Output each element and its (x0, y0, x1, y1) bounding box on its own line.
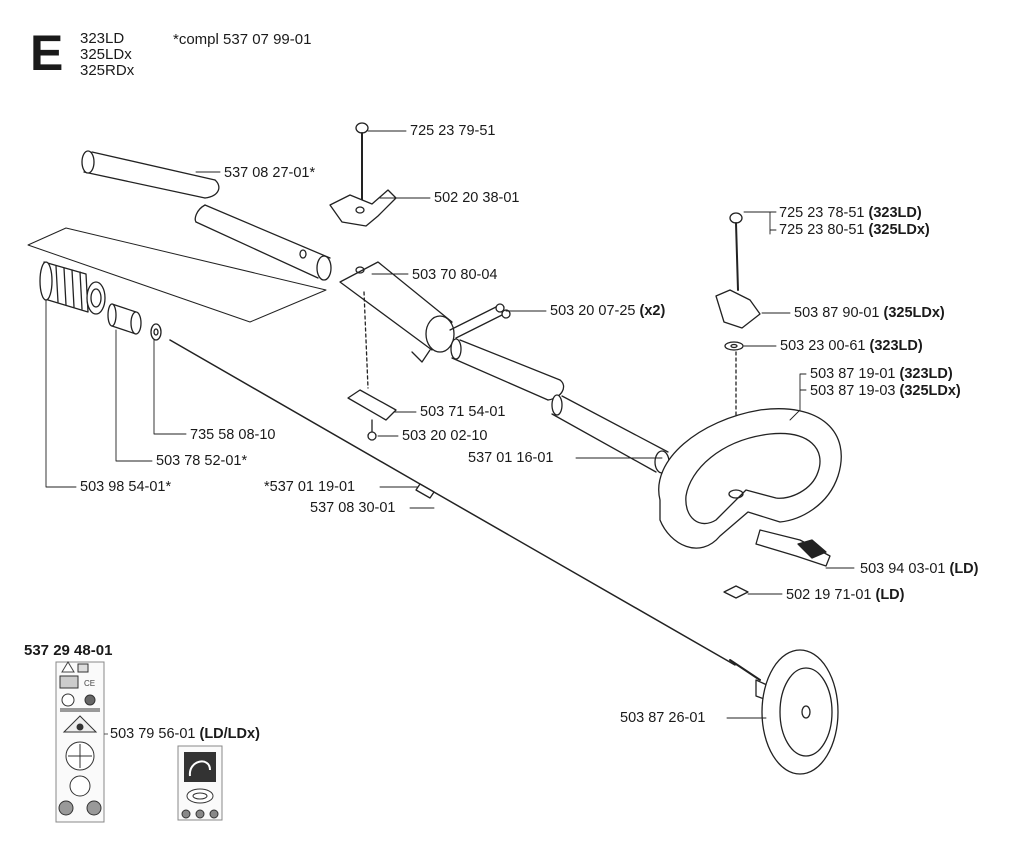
shaft-nut (107, 303, 142, 335)
part-label: 503 78 52-01* (156, 453, 248, 469)
model-name: 323LD (80, 30, 125, 47)
model-name: 325RDx (80, 62, 135, 79)
part-label: 725 23 79-51 (410, 123, 496, 139)
loop-handle-knob (715, 289, 761, 329)
ce-mark: CE (84, 679, 95, 688)
part-label: 725 23 80-51 (325LDx) (779, 222, 930, 238)
part-label: 537 01 16-01 (468, 450, 554, 466)
model-name: 325LDx (80, 46, 132, 63)
grip-wrapper-sheet (27, 227, 327, 323)
clutch-drum (729, 649, 839, 775)
warning-decal-sheet: CE (55, 661, 105, 823)
washer (150, 323, 162, 341)
loop-handle (658, 408, 842, 549)
screw (355, 122, 369, 211)
part-label: 503 98 54-01* (80, 479, 172, 495)
part-label: 503 23 00-61 (323LD) (780, 338, 923, 354)
part-label: 503 71 54-01 (420, 404, 506, 420)
part-label: 502 19 71-01 (LD) (786, 587, 905, 603)
drive-cable (169, 339, 736, 666)
part-label: 503 79 56-01 (LD/LDx) (110, 726, 260, 742)
part-label: 502 20 38-01 (434, 190, 520, 206)
clamp-bolts (449, 303, 511, 339)
part-label: 503 87 19-01 (323LD) (810, 366, 953, 382)
part-label: 537 08 27-01* (224, 165, 316, 181)
decal-kit-number: 537 29 48-01 (24, 642, 113, 659)
small-decal (177, 745, 223, 821)
part-label: 503 70 80-04 (412, 267, 498, 283)
clamp-plate (347, 291, 397, 441)
part-label: 503 87 19-03 (325LDx) (810, 383, 961, 399)
part-label: 503 94 03-01 (LD) (860, 561, 979, 577)
complete-assembly-note: *compl 537 07 99-01 (173, 31, 312, 48)
part-label: *537 01 19-01 (264, 479, 356, 495)
leader-lines (45, 130, 855, 719)
part-label: 503 87 90-01 (325LDx) (794, 305, 945, 321)
part-label: 503 20 02-10 (402, 428, 488, 444)
part-label: 735 58 08-10 (190, 427, 276, 443)
model-list: 323LD 325LDx 325RDx (80, 31, 134, 79)
part-label: 503 87 26-01 (620, 710, 706, 726)
handle-clamp (339, 261, 455, 363)
part-label: 503 20 07-25 (x2) (550, 303, 666, 319)
part-label: 725 23 78-51 (323LD) (779, 205, 922, 221)
part-label: 537 08 30-01 (310, 500, 396, 516)
square-nut (723, 585, 749, 599)
grip-cylinder (39, 261, 106, 315)
section-letter: E (30, 25, 64, 81)
wire-connector (755, 529, 831, 567)
loop-handle-screw (729, 212, 743, 291)
upper-shaft-tube (81, 150, 332, 281)
loop-handle-washer (724, 341, 744, 481)
